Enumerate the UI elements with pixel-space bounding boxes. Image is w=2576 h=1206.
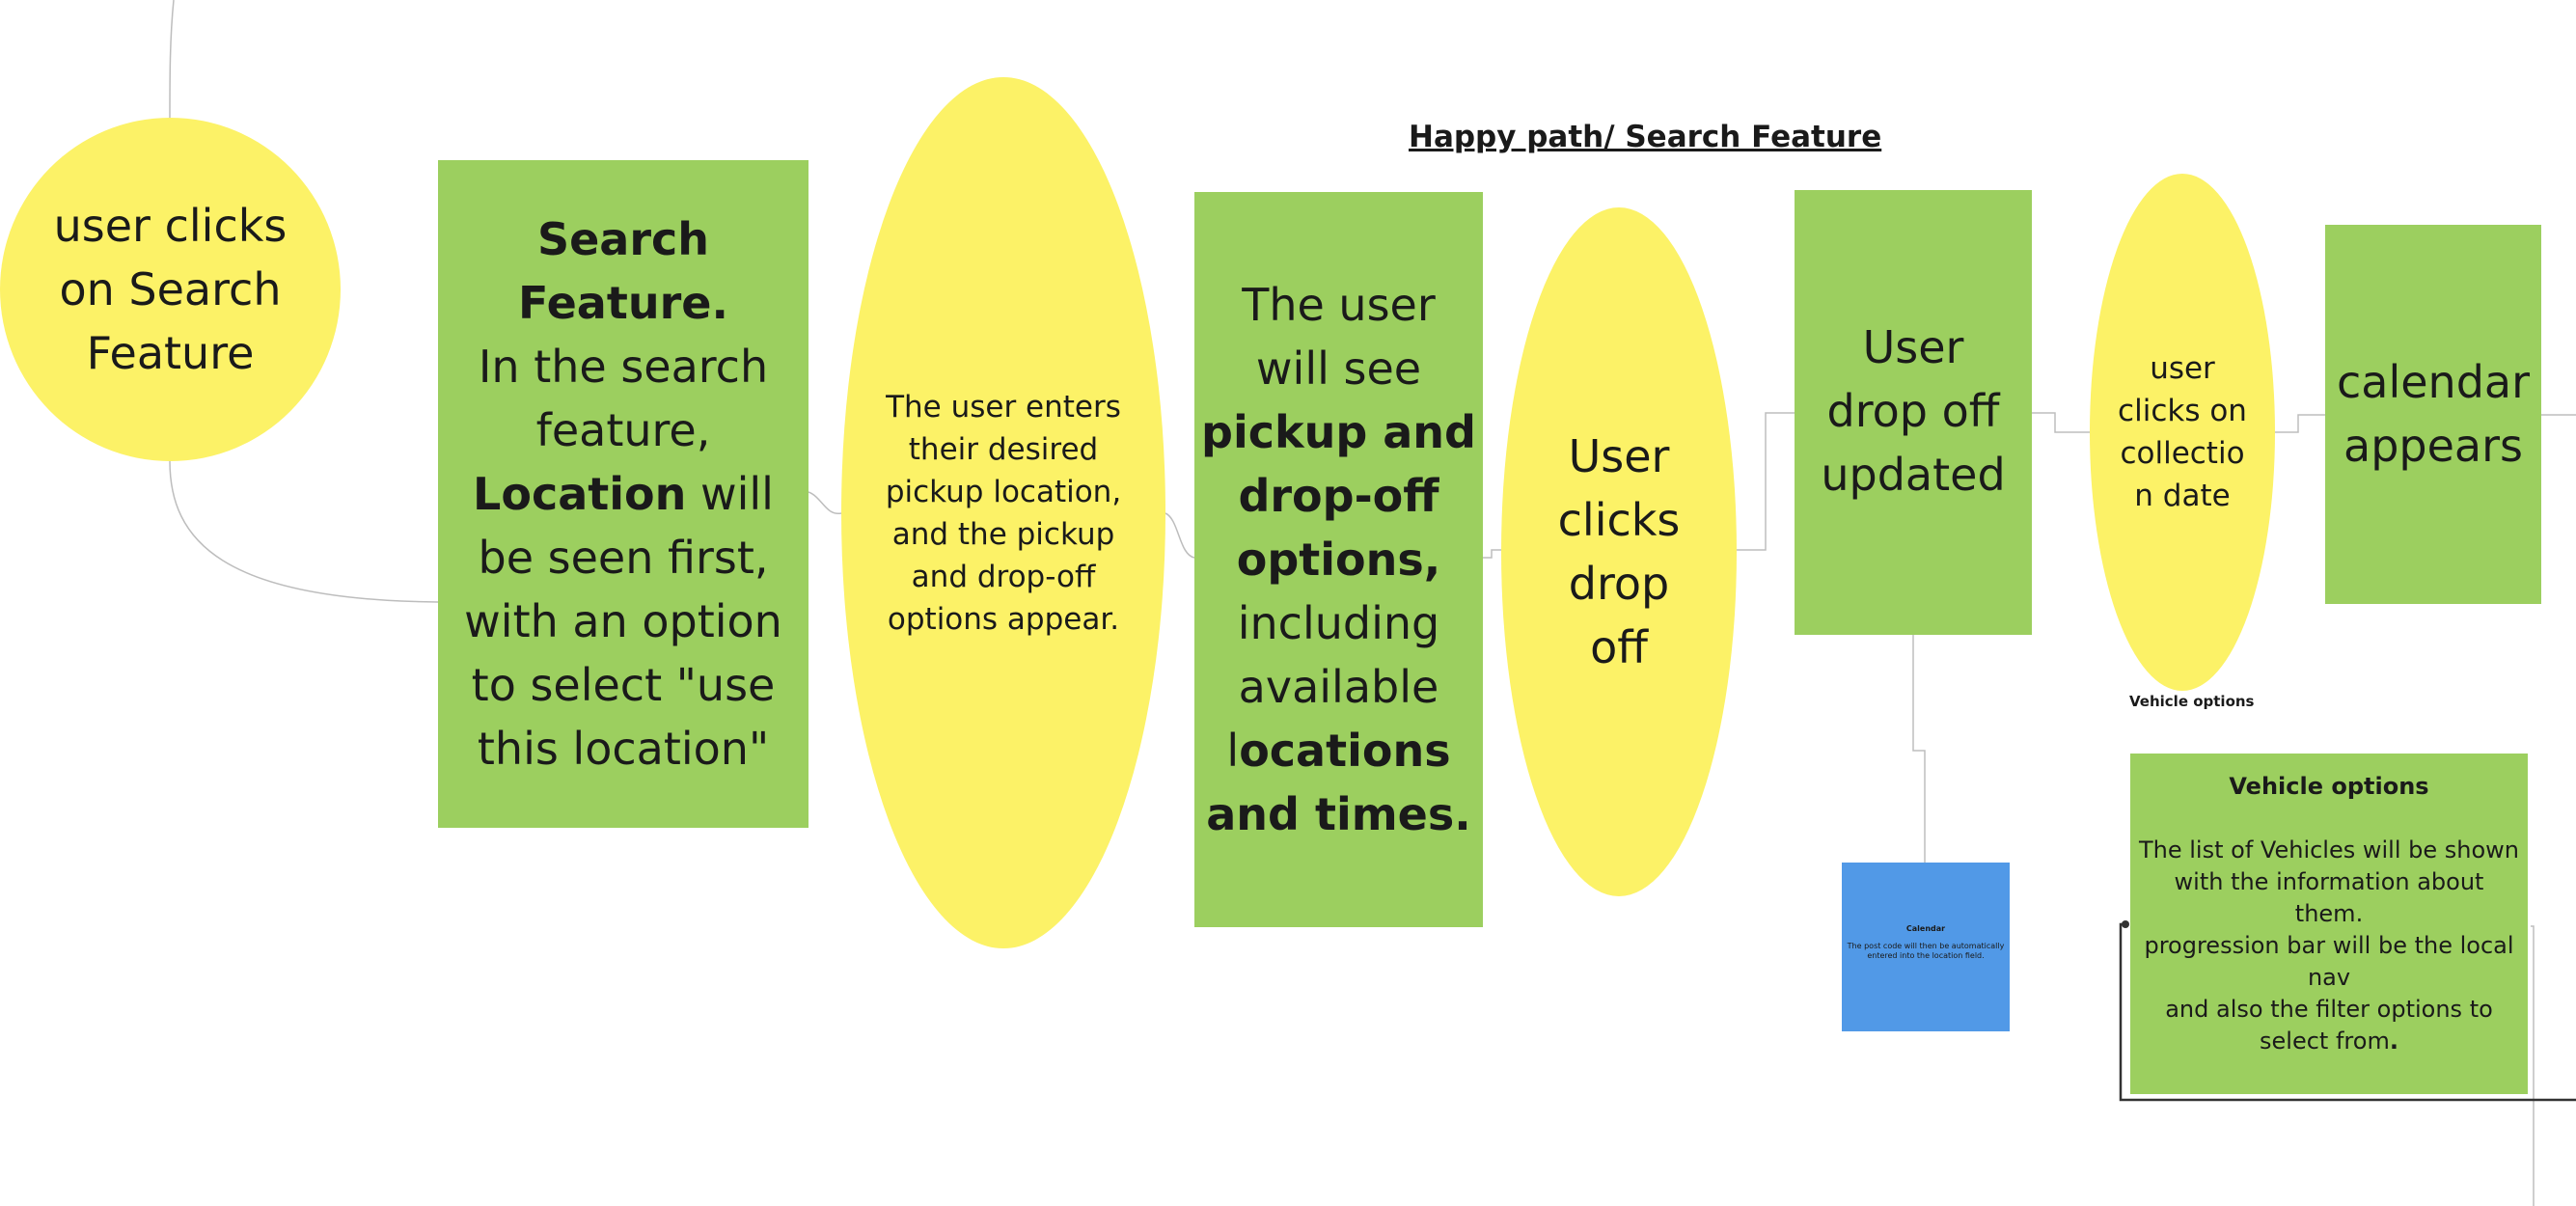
step-user-clicks-search[interactable]: user clicks on Search Feature xyxy=(0,118,341,461)
node-text: off xyxy=(1590,621,1648,673)
note-text: nav xyxy=(2307,964,2351,991)
step-drop-off-updated[interactable]: User drop off updated xyxy=(1795,190,2032,635)
node-text: drop-off xyxy=(1238,470,1439,522)
node-text: Search xyxy=(536,213,710,265)
node-text: appears xyxy=(2343,420,2523,472)
node-text: and the pickup xyxy=(891,516,1115,552)
node-text: l xyxy=(1226,725,1240,777)
connector-vehicle-down xyxy=(2531,925,2535,1206)
note-title: Vehicle options xyxy=(2229,773,2429,800)
node-text: will xyxy=(686,468,774,520)
vehicle-options-note[interactable]: Vehicle options The list of Vehicles wil… xyxy=(2130,754,2528,1094)
node-text: this location" xyxy=(477,723,770,775)
step-user-clicks-drop-off[interactable]: User clicks drop off xyxy=(1501,207,1737,896)
connector-n6-calendar xyxy=(1912,635,1926,863)
note-text-line: select from. xyxy=(2260,1026,2398,1057)
note-text: progression bar will be the local xyxy=(2144,932,2514,959)
step-user-clicks-collection-date[interactable]: user clicks on collectio n date xyxy=(2090,174,2275,691)
node-text: on Search xyxy=(59,263,282,315)
connector-n2-n3 xyxy=(808,491,842,514)
node-text: be seen first, xyxy=(478,532,769,584)
node-text-line: Location will xyxy=(473,462,774,526)
node-text: with an option xyxy=(464,595,782,647)
note-text: entered into the location field. xyxy=(1867,951,1985,960)
node-text: The user enters xyxy=(886,389,1121,425)
node-text: pickup and xyxy=(1201,406,1476,458)
connector-n1-n2 xyxy=(169,460,439,603)
connector-n5-n6 xyxy=(1737,412,1795,551)
node-text: and times. xyxy=(1206,788,1471,840)
note-text: The post code will then be automatically xyxy=(1847,942,2005,950)
node-text: Feature. xyxy=(518,277,728,329)
connector-n4-n5 xyxy=(1483,549,1501,559)
node-text: user clicks xyxy=(53,200,288,252)
note-title: Calendar xyxy=(1905,924,1946,933)
node-text: collectio xyxy=(2120,436,2245,471)
connector-n6-n7 xyxy=(2032,412,2090,433)
node-text: pickup location, xyxy=(885,474,1122,509)
node-text: will see xyxy=(1255,343,1422,395)
node-text: Feature xyxy=(86,327,255,379)
note-text: with the information about xyxy=(2174,868,2484,895)
note-text: select from xyxy=(2260,1028,2390,1055)
step-pickup-dropoff-options[interactable]: The user will see pickup and drop-off op… xyxy=(1194,192,1483,927)
node-text: options, xyxy=(1236,534,1441,586)
diagram-title: Happy path/ Search Feature xyxy=(1409,120,1882,154)
node-text: User xyxy=(1568,430,1670,482)
connector-n3-n4 xyxy=(1165,512,1195,559)
node-text: updated xyxy=(1821,449,2006,501)
node-text-bold: ocations xyxy=(1239,725,1451,777)
node-text: to select "use xyxy=(471,659,776,711)
node-text: calendar xyxy=(2336,356,2530,408)
node-text: The user xyxy=(1242,279,1436,331)
node-text-line: locations xyxy=(1226,719,1450,782)
node-text: clicks on xyxy=(2118,394,2247,428)
connector-n7-n8 xyxy=(2275,414,2325,433)
vehicle-options-caption: Vehicle options xyxy=(2129,693,2255,710)
node-text: and drop-off xyxy=(911,559,1096,594)
node-text: clicks xyxy=(1557,494,1681,546)
calendar-note[interactable]: Calendar The post code will then be auto… xyxy=(1842,863,2010,1031)
note-text: them. xyxy=(2294,900,2364,927)
node-text: drop xyxy=(1568,558,1670,610)
node-text: options appear. xyxy=(887,601,1120,637)
node-text: n date xyxy=(2134,479,2231,513)
node-text-bold: Location xyxy=(473,468,687,520)
node-text: their desired xyxy=(908,431,1099,467)
node-text: feature, xyxy=(535,404,711,456)
step-search-feature[interactable]: Search Feature. In the search feature, L… xyxy=(438,160,808,828)
node-text: available xyxy=(1238,661,1439,713)
step-calendar-appears[interactable]: calendar appears xyxy=(2325,225,2541,604)
node-text: user xyxy=(2150,351,2215,386)
note-text: and also the filter options to xyxy=(2165,996,2493,1023)
step-user-enters-location[interactable]: The user enters their desired pickup loc… xyxy=(841,77,1165,948)
node-text: In the search xyxy=(478,341,769,393)
note-text-bold: . xyxy=(2389,1028,2398,1055)
note-text: The list of Vehicles will be shown xyxy=(2139,836,2519,863)
node-text: including xyxy=(1237,597,1440,649)
node-text: drop off xyxy=(1826,385,2000,437)
node-text: User xyxy=(1862,321,1964,373)
connector-top-entry xyxy=(169,0,175,119)
